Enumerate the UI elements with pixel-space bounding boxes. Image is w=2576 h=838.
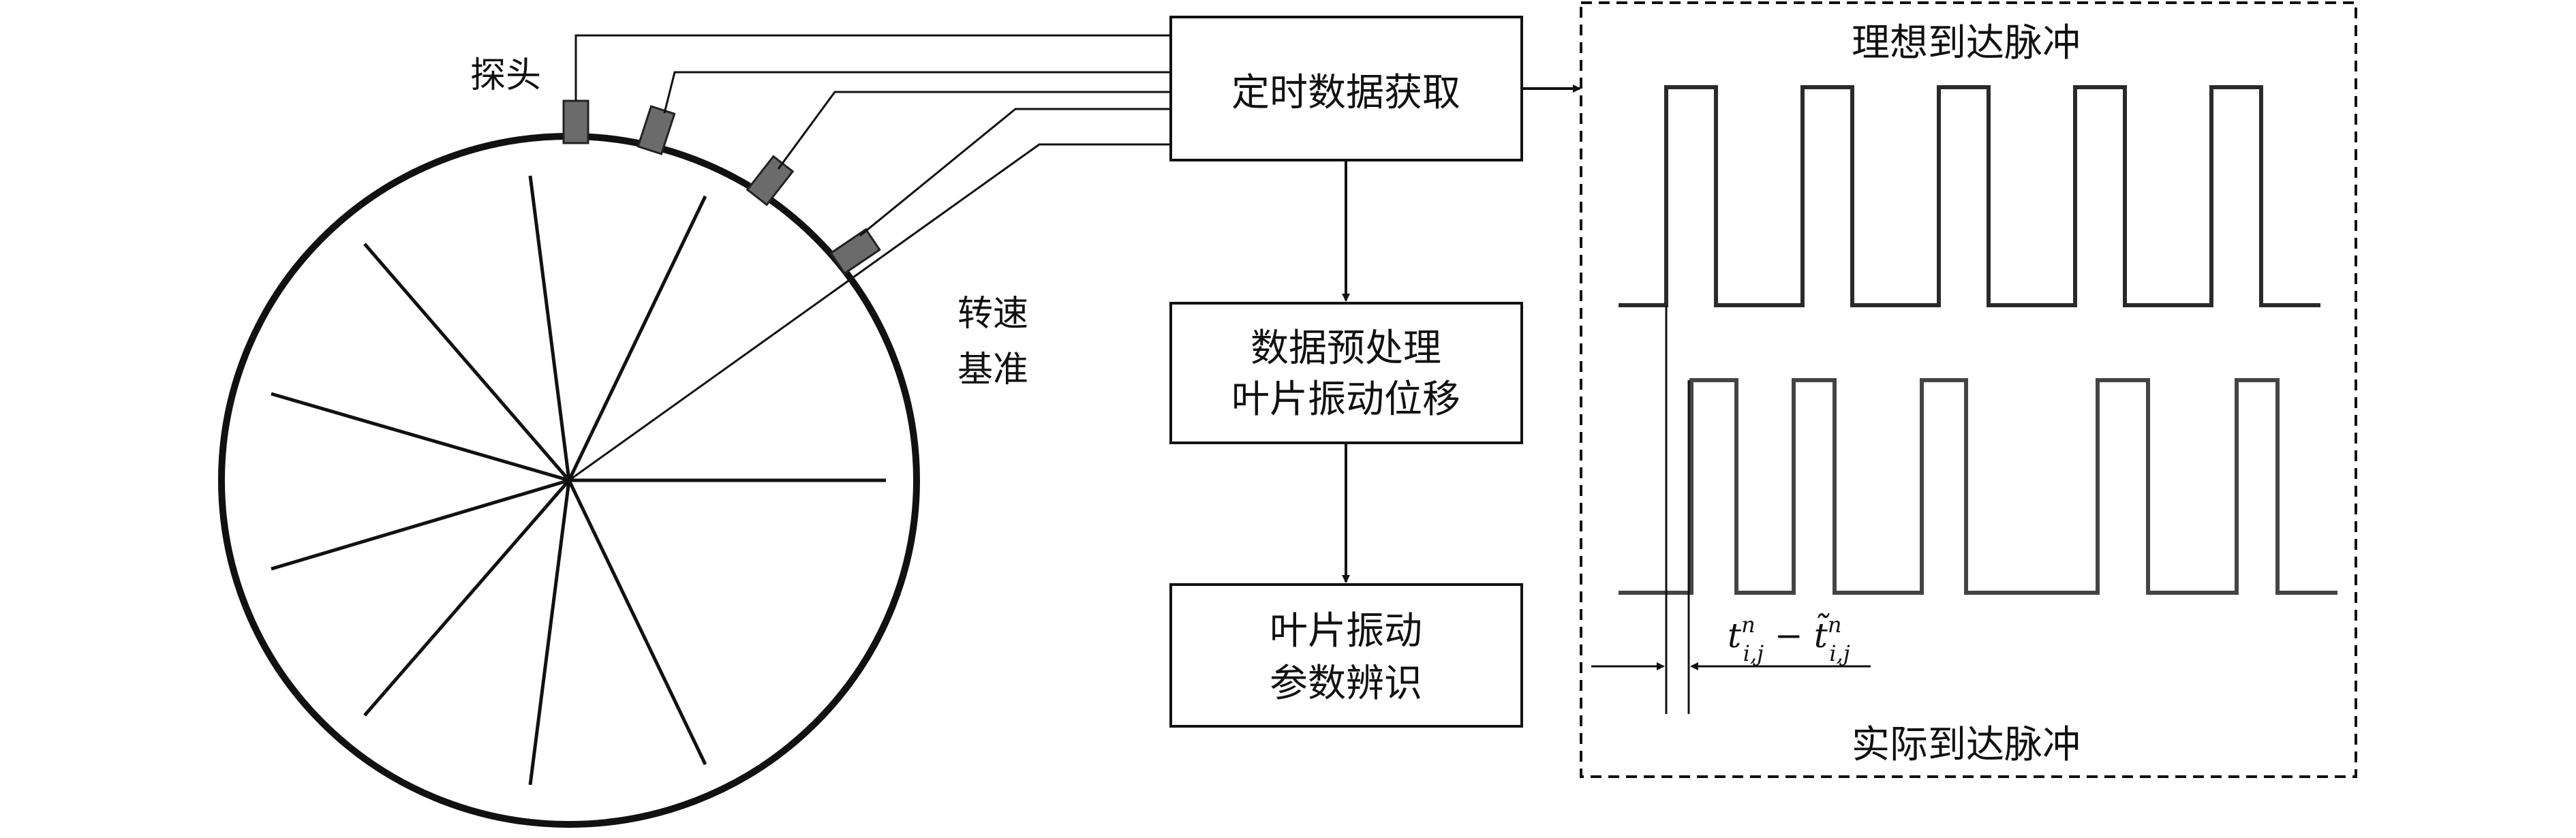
acquisition-box: 定时数据获取	[1169, 16, 1523, 161]
identify-box-label-line2: 参数辨识	[1270, 662, 1422, 706]
ideal-pulse-train	[1619, 85, 2320, 307]
blade-line	[363, 243, 570, 482]
blade-line	[567, 479, 707, 766]
identify-box: 叶片振动 参数辨识	[1169, 583, 1523, 728]
probe-sensor-4	[829, 228, 881, 275]
blade-line	[528, 480, 571, 786]
blade-line	[271, 478, 570, 571]
wire-probe-2	[663, 71, 1171, 114]
flow-arrows	[1342, 84, 1581, 583]
speed-reference-label-line1: 转速	[957, 294, 1028, 335]
blade-line	[271, 392, 570, 482]
wire-probe-4	[859, 108, 1171, 237]
actual-pulse-train	[1619, 378, 2337, 595]
probe-wires	[568, 34, 1171, 482]
pulse-panel-frame	[1580, 1, 2357, 778]
actual-pulse-title: 实际到达脉冲	[1852, 723, 2081, 767]
identify-box-label-line1: 叶片振动	[1270, 609, 1422, 653]
probes	[562, 99, 881, 275]
preprocess-box-label-line2: 叶片振动位移	[1231, 377, 1460, 422]
acquisition-box-label: 定时数据获取	[1231, 71, 1460, 115]
blade-line	[363, 479, 570, 717]
preprocess-box-label-line1: 数据预处理	[1251, 326, 1441, 371]
probe-sensor-3	[746, 155, 795, 206]
probe-sensor-2	[637, 105, 676, 155]
wire-probe-3	[777, 91, 1171, 170]
preprocess-box-frame	[1169, 302, 1523, 444]
wire-probe-1	[574, 34, 1171, 101]
blade-line	[567, 195, 707, 482]
acquisition-box-frame	[1169, 16, 1523, 161]
probe-label: 探头	[470, 55, 541, 96]
probe-sensor-1	[562, 99, 589, 144]
identify-box-frame	[1169, 583, 1523, 728]
ideal-pulse-title: 理想到达脉冲	[1852, 21, 2081, 65]
preprocess-box: 数据预处理 叶片振动位移	[1169, 302, 1523, 444]
speed-reference-label-line2: 基准	[957, 350, 1028, 390]
blade-line	[528, 175, 571, 481]
rotor-blades	[271, 175, 886, 786]
wire-speed-reference	[568, 143, 1171, 482]
